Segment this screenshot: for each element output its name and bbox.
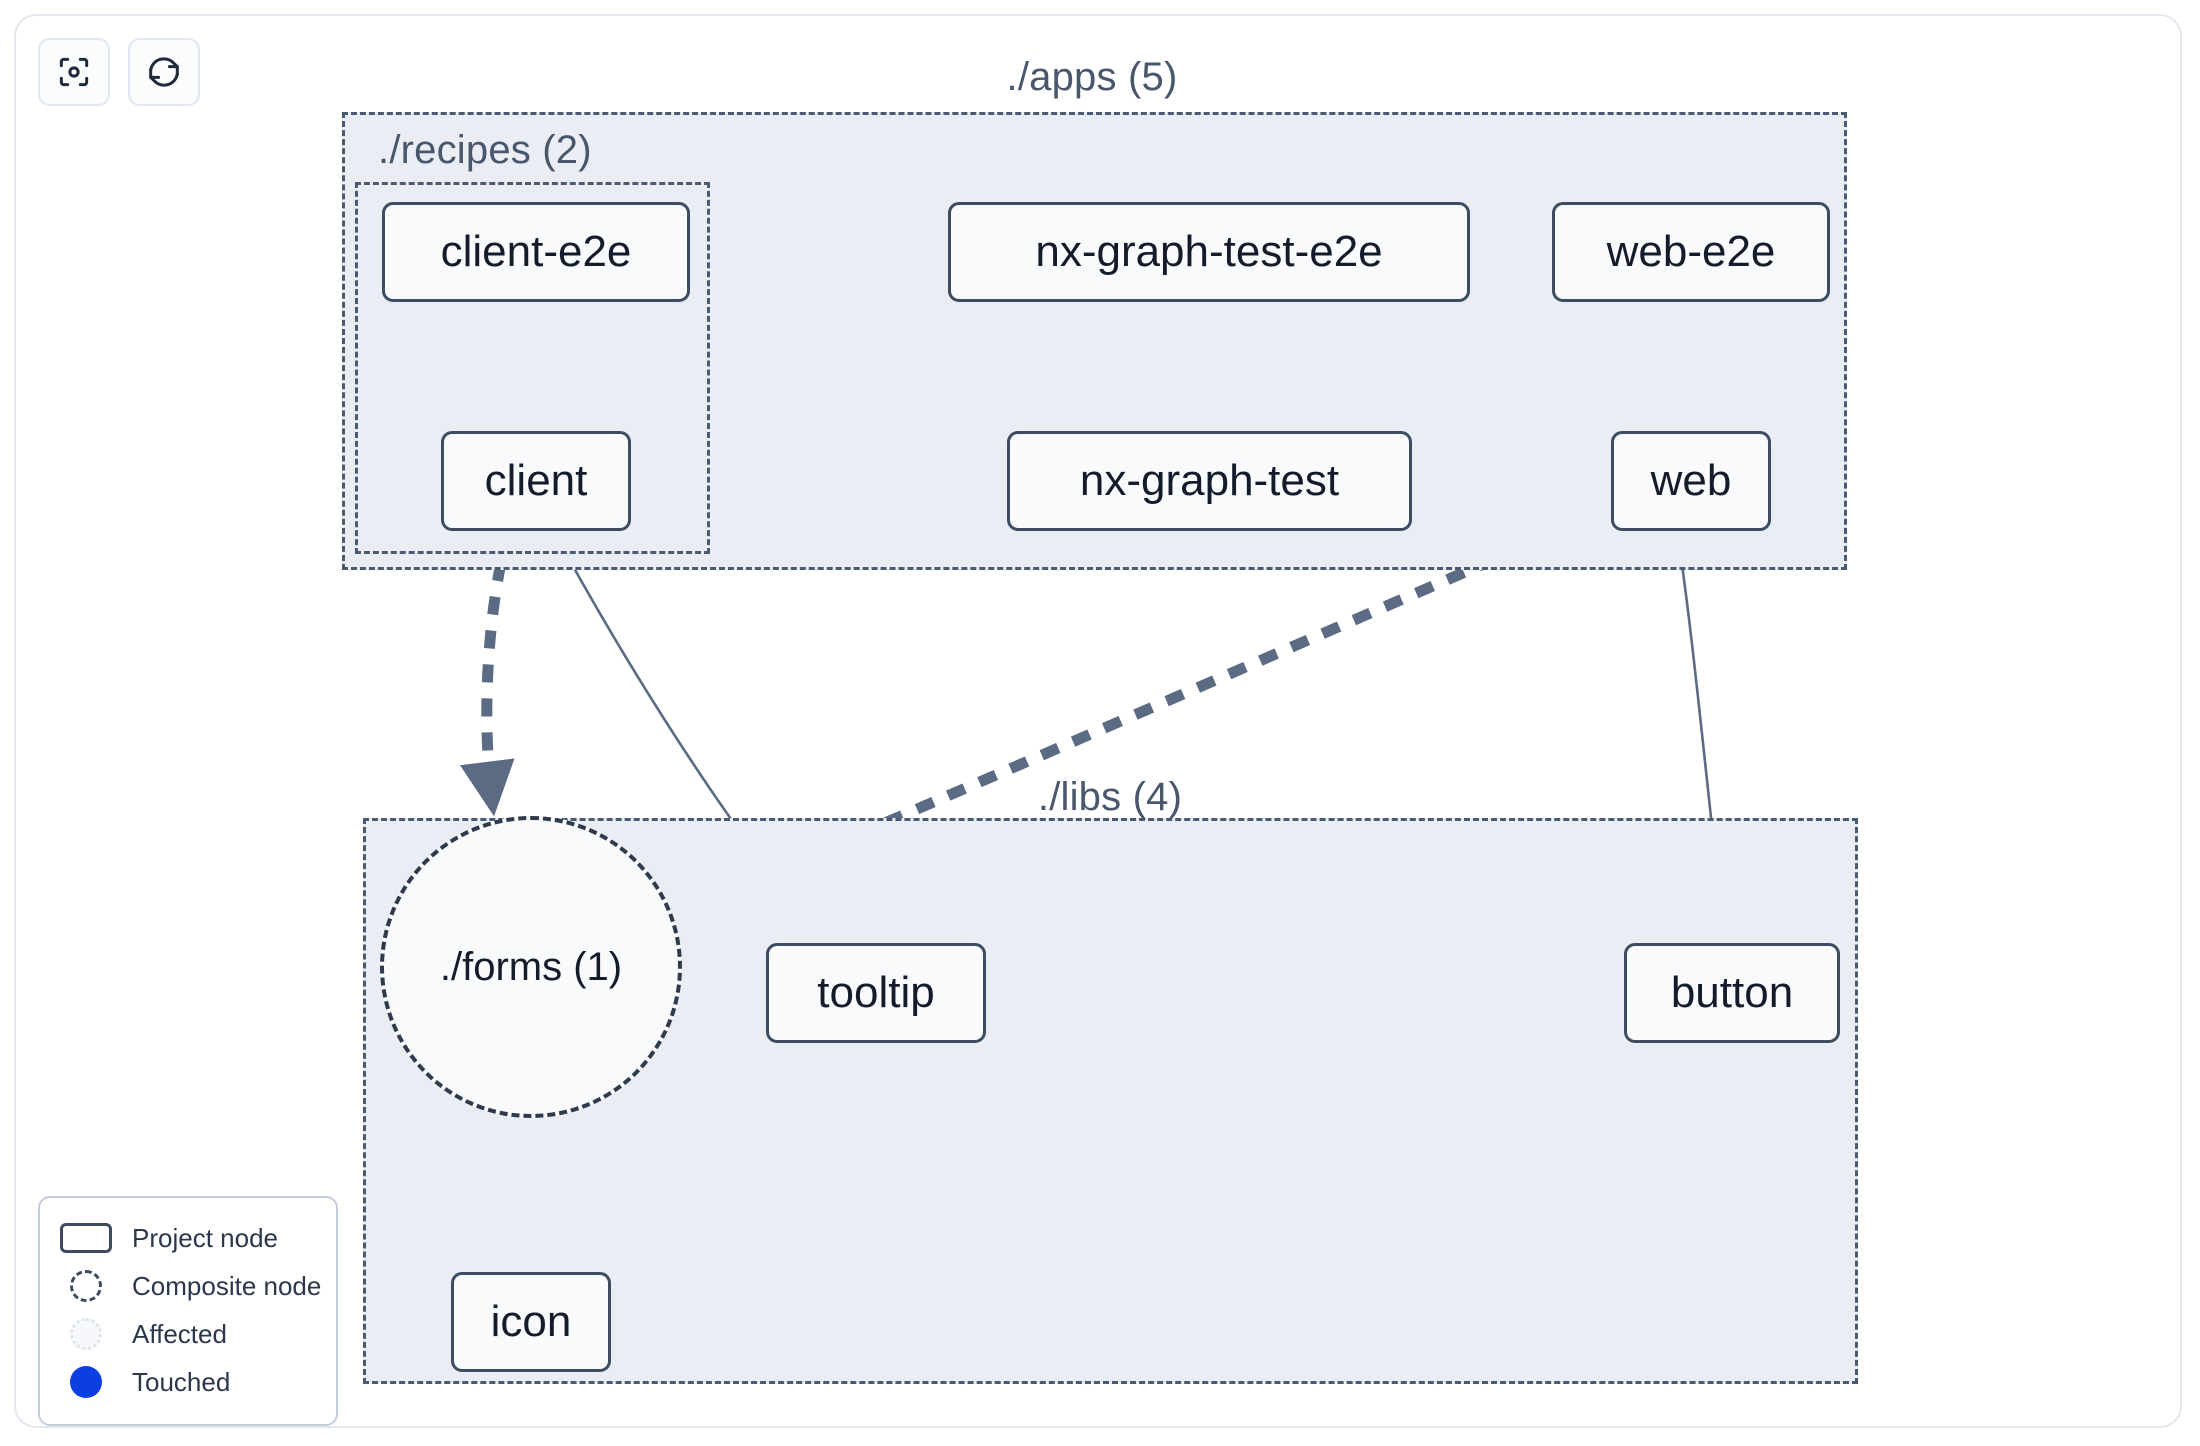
legend-label: Affected [132,1318,227,1349]
node-label: icon [490,1297,572,1346]
legend-label: Touched [132,1366,231,1397]
node-client-e2e[interactable]: client-e2e [382,202,690,302]
node-label: web [1650,456,1732,505]
node-button[interactable]: button [1624,943,1840,1043]
affected-swatch [58,1318,114,1350]
node-label: nx-graph-test [1079,456,1340,505]
graph-legend: Project node Composite node Affected Tou… [38,1196,338,1426]
legend-item-project-node: Project node [58,1214,318,1262]
legend-label: Project node [132,1222,278,1253]
node-nx-graph-test-e2e[interactable]: nx-graph-test-e2e [948,202,1470,302]
legend-item-touched: Touched [58,1358,318,1406]
group-label-recipes: ./recipes (2) [378,128,592,172]
node-client[interactable]: client [441,431,631,531]
node-nx-graph-test[interactable]: nx-graph-test [1007,431,1412,531]
node-icon[interactable]: icon [451,1272,611,1372]
group-label-apps: ./apps (5) [1006,55,1178,99]
legend-item-composite-node: Composite node [58,1262,322,1310]
refresh-icon [145,53,183,91]
node-label: ./forms (1) [439,944,623,989]
node-label: client-e2e [440,227,632,276]
node-label: web-e2e [1606,227,1776,276]
node-label: tooltip [817,968,935,1017]
focus-graph-button[interactable] [38,38,110,106]
project-node-swatch [58,1223,114,1253]
node-web[interactable]: web [1611,431,1771,531]
legend-item-affected: Affected [58,1310,318,1358]
viewfinder-icon [55,53,93,91]
touched-swatch [58,1366,114,1398]
composite-node-swatch [58,1270,114,1302]
node-tooltip[interactable]: tooltip [766,943,986,1043]
graph-toolbar [38,38,200,106]
group-label-libs: ./libs (4) [1037,775,1183,819]
refresh-graph-button[interactable] [128,38,200,106]
legend-label: Composite node [132,1270,322,1301]
node-label: client [484,456,588,505]
node-web-e2e[interactable]: web-e2e [1552,202,1830,302]
node-label: nx-graph-test-e2e [1035,227,1383,276]
node-label: button [1670,968,1794,1017]
node-forms[interactable]: ./forms (1) [380,816,682,1118]
